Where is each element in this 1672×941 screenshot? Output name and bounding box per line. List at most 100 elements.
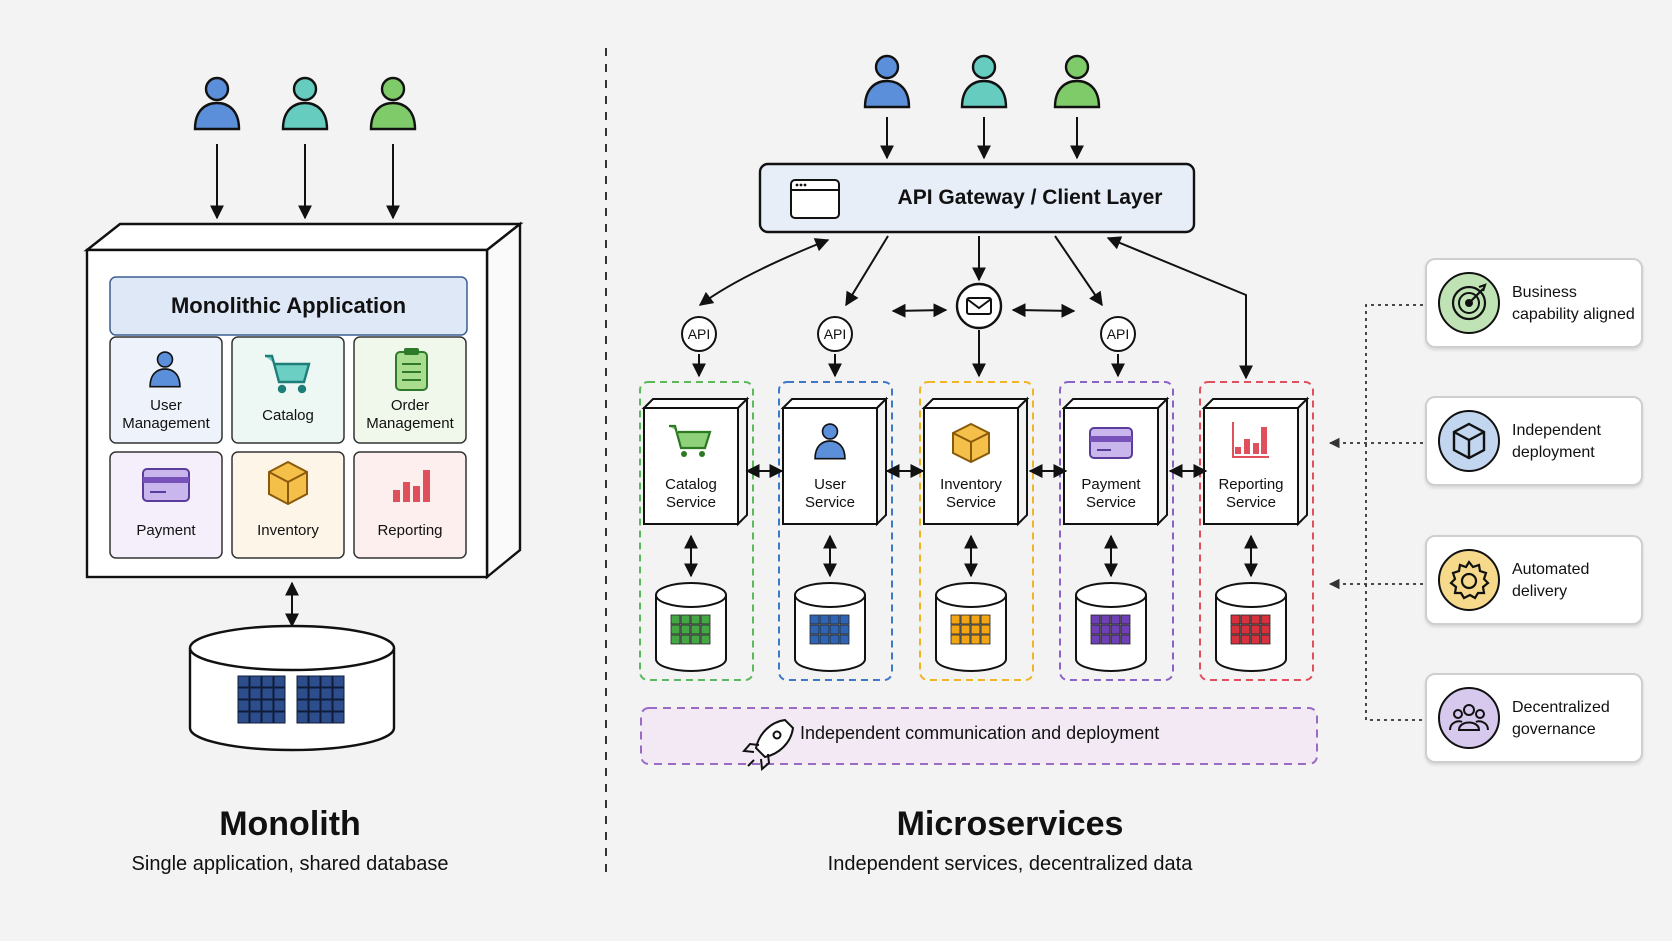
service-database xyxy=(1075,582,1147,672)
monolith-modules xyxy=(109,336,467,559)
db-grid-cell xyxy=(296,687,309,700)
db-grid-cell xyxy=(700,624,711,635)
module-label: Order Management xyxy=(366,397,454,432)
db-grid-cell xyxy=(1120,634,1131,645)
module-label: User Management xyxy=(122,397,210,432)
feature-label: Automated delivery xyxy=(1512,561,1590,600)
api-badge: API xyxy=(681,316,717,352)
microservices-subtitle: Independent services, decentralized data xyxy=(827,853,1193,875)
db-grid-cell xyxy=(332,687,345,700)
db-grid-cell xyxy=(809,624,820,635)
rocket-icon xyxy=(741,718,795,772)
monolith-subtitle: Single application, shared database xyxy=(131,853,449,875)
db-grid-cell xyxy=(1230,614,1241,625)
db-grid-cell xyxy=(1260,624,1271,635)
db-grid-cell xyxy=(680,634,691,645)
db-grid-cell xyxy=(670,624,681,635)
api-badge: API xyxy=(817,316,853,352)
module-cell xyxy=(109,451,223,559)
db-grid-cell xyxy=(1230,624,1241,635)
db-grid-cell xyxy=(261,687,274,700)
monolith-app-header xyxy=(109,276,468,336)
service-database xyxy=(1215,582,1287,672)
db-grid-cell xyxy=(237,675,250,688)
box-icon xyxy=(268,460,308,506)
message-bus-envelope-icon xyxy=(955,282,1003,330)
monolith-request-arrows xyxy=(210,144,400,220)
db-grid-cell xyxy=(960,634,971,645)
db-grid-cell xyxy=(332,675,345,688)
db-grid-cell xyxy=(261,675,274,688)
db-grid-cell xyxy=(296,675,309,688)
db-grid-cell xyxy=(332,711,345,724)
db-grid-cell xyxy=(237,711,250,724)
db-grid-cell xyxy=(819,634,830,645)
db-grid-cell xyxy=(261,711,274,724)
db-grid-cell xyxy=(1100,634,1111,645)
communication-band xyxy=(640,707,1318,765)
user-icon xyxy=(369,76,417,131)
service-database xyxy=(794,582,866,672)
db-grid-cell xyxy=(1260,614,1271,625)
api-gateway-label: API Gateway / Client Layer xyxy=(897,186,1163,209)
api-badge: API xyxy=(1100,316,1136,352)
db-grid-cell xyxy=(308,687,321,700)
service-box xyxy=(1201,398,1310,409)
db-grid-cell xyxy=(320,687,333,700)
db-grid-cell xyxy=(1120,614,1131,625)
db-grid-cell xyxy=(296,711,309,724)
clipboard-icon xyxy=(395,348,428,391)
gateway-routing-arrows xyxy=(698,235,1253,380)
db-grid-cell xyxy=(1110,624,1121,635)
service-label: Inventory Service xyxy=(940,476,1002,511)
service-column xyxy=(639,381,754,681)
service-label: Payment Service xyxy=(1081,476,1141,511)
db-grid-cell xyxy=(273,675,286,688)
browser-window-icon xyxy=(790,179,840,219)
user-icon xyxy=(863,54,911,109)
communication-band-label: Independent communication and deployment xyxy=(800,723,1160,743)
user-icon xyxy=(281,76,329,131)
db-grid-cell xyxy=(308,711,321,724)
db-grid-cell xyxy=(249,687,262,700)
module-label: Catalog xyxy=(262,407,314,424)
db-grid-cell xyxy=(1100,614,1111,625)
feature-label: Business capability aligned xyxy=(1512,284,1635,323)
db-grid-cell xyxy=(249,675,262,688)
feature-card: Independent deployment xyxy=(1425,396,1643,486)
feature-card: Decentralized governance xyxy=(1425,673,1643,763)
feature-card: Automated delivery xyxy=(1425,535,1643,625)
db-grid-cell xyxy=(839,634,850,645)
credit-card-icon xyxy=(1089,427,1133,459)
bar-chart-icon xyxy=(1232,422,1269,458)
db-grid-cell xyxy=(829,624,840,635)
cart-icon xyxy=(669,424,712,457)
service-label: Catalog Service xyxy=(665,476,717,511)
module-label: Payment xyxy=(136,522,196,539)
db-grid-cell xyxy=(249,699,262,712)
cart-icon xyxy=(265,354,311,394)
db-grid-cell xyxy=(680,614,691,625)
service-column xyxy=(919,381,1034,681)
service-column xyxy=(778,381,893,681)
monolith-users xyxy=(193,76,417,131)
feature-label: Independent deployment xyxy=(1512,422,1601,461)
feature-label: Decentralized governance xyxy=(1512,699,1610,738)
user-icon xyxy=(193,76,241,131)
db-grid-cell xyxy=(980,634,991,645)
db-grid-cell xyxy=(970,624,981,635)
monolith-title: Monolith xyxy=(219,805,361,843)
db-grid-cell xyxy=(700,614,711,625)
gateway-request-arrows xyxy=(880,117,1084,160)
db-grid-cell xyxy=(1090,614,1101,625)
service-column xyxy=(1059,381,1174,681)
module-label: Inventory xyxy=(257,522,319,539)
service-columns xyxy=(639,381,1314,681)
db-grid-cell xyxy=(1250,634,1261,645)
db-grid-cell xyxy=(1090,634,1101,645)
db-grid-cell xyxy=(320,711,333,724)
service-label: User Service xyxy=(804,476,856,511)
db-grid-cell xyxy=(1100,624,1111,635)
